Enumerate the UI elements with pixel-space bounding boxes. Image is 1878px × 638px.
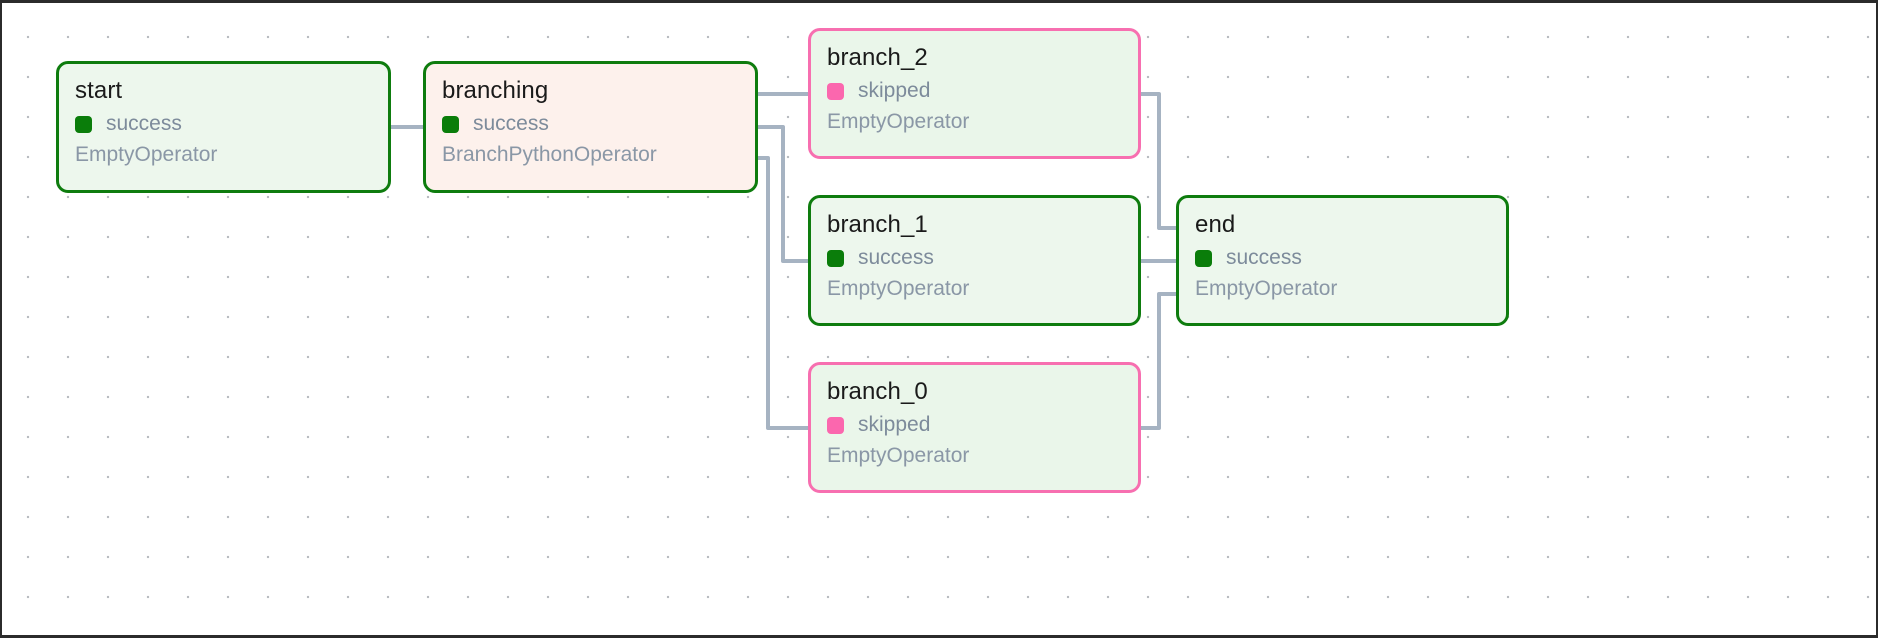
node-operator-label-end: EmptyOperator [1195,277,1338,301]
node-status-row: success [442,112,739,136]
node-title-branching: branching [442,77,549,104]
dag-edge-branching-branch_0 [758,156,808,430]
node-status-label-branch_2: skipped [858,79,931,103]
node-status-label-branch_0: skipped [858,413,931,437]
node-status-label-start: success [106,112,182,136]
dag-edge-branch_2-end [1141,92,1176,230]
node-operator-label-branching: BranchPythonOperator [442,143,657,167]
node-status-row: success [1195,246,1490,270]
node-title-start: start [75,77,123,104]
node-operator-label-branch_1: EmptyOperator [827,277,970,301]
dag-node-branch_0[interactable]: branch_0 skipped EmptyOperator [808,362,1141,493]
status-success-icon [827,249,844,267]
node-title-branch_0: branch_0 [827,378,928,405]
node-operator-label-start: EmptyOperator [75,143,218,167]
node-status-label-branch_1: success [858,246,934,270]
dag-node-branch_2[interactable]: branch_2 skipped EmptyOperator [808,28,1141,159]
node-status-row: skipped [827,79,1122,103]
dag-edge-branch_0-end [1141,292,1176,430]
dag-node-branching[interactable]: branching success BranchPythonOperator [423,61,758,193]
node-status-row: skipped [827,413,1122,437]
dag-edge-branching-branch_1 [758,125,808,263]
node-status-row: success [75,112,372,136]
node-title-end: end [1195,211,1236,238]
dag-node-start[interactable]: start success EmptyOperator [56,61,391,193]
node-status-label-branching: success [473,112,549,136]
node-title-branch_2: branch_2 [827,44,928,71]
dag-node-branch_1[interactable]: branch_1 success EmptyOperator [808,195,1141,326]
status-skipped-icon [827,82,844,100]
status-success-icon [75,115,92,133]
status-success-icon [442,115,459,133]
node-operator-label-branch_0: EmptyOperator [827,444,970,468]
node-status-label-end: success [1226,246,1302,270]
node-status-row: success [827,246,1122,270]
node-title-branch_1: branch_1 [827,211,928,238]
status-success-icon [1195,249,1212,267]
status-skipped-icon [827,416,844,434]
dag-node-end[interactable]: end success EmptyOperator [1176,195,1509,326]
node-operator-label-branch_2: EmptyOperator [827,110,970,134]
